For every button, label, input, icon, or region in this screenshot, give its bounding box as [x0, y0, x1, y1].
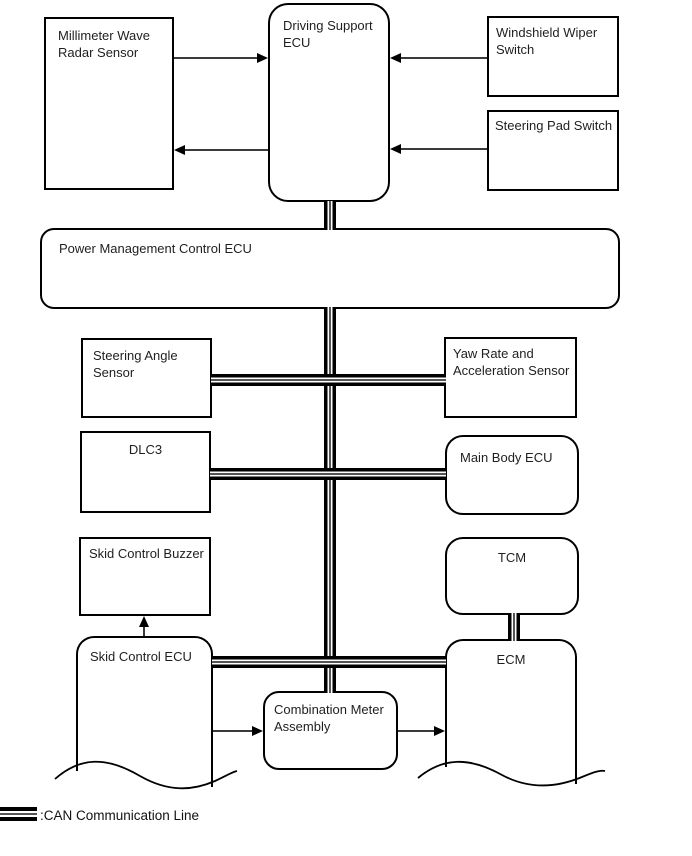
node-label: DLC3 — [128, 442, 163, 457]
node-millimeter-wave-radar-sensor: Millimeter Wave Radar Sensor — [44, 17, 174, 190]
can-line-main-trunk — [324, 307, 336, 693]
node-skid-control-ecu: Skid Control ECU — [76, 636, 213, 771]
node-label: Steering Angle Sensor — [93, 348, 178, 380]
arrow-line-radar-to-drivingsupport — [174, 57, 258, 59]
node-label: Power Management Control ECU — [59, 241, 252, 256]
skid-control-ecu-right-edge — [211, 770, 213, 787]
can-line-legend-icon — [0, 807, 37, 821]
node-label: Yaw Rate and Acceleration Sensor — [453, 346, 570, 378]
node-label: Steering Pad Switch — [495, 118, 613, 133]
can-line-skid-to-ecm — [212, 656, 446, 668]
node-ecm: ECM — [445, 639, 577, 767]
arrow-line-pad-to-drivingsupport — [401, 148, 487, 150]
node-label: ECM — [496, 652, 526, 667]
node-label: TCM — [497, 550, 527, 565]
node-label: Main Body ECU — [460, 450, 553, 465]
node-skid-control-buzzer: Skid Control Buzzer — [79, 537, 211, 616]
ecm-right-edge — [575, 766, 577, 784]
arrowhead-right-icon — [257, 53, 268, 63]
node-combination-meter-assembly: Combination Meter Assembly — [263, 691, 398, 770]
arrowhead-left-icon — [174, 145, 185, 155]
node-power-management-control-ecu: Power Management Control ECU — [40, 228, 620, 309]
node-windshield-wiper-switch: Windshield Wiper Switch — [487, 16, 619, 97]
arrow-line-skid-to-meter — [213, 730, 253, 732]
arrowhead-left-icon — [390, 144, 401, 154]
node-label: Combination Meter Assembly — [274, 702, 384, 734]
arrowhead-up-icon — [139, 616, 149, 627]
can-line-drivingsupport-to-pmc — [324, 201, 336, 230]
node-label: Skid Control Buzzer — [89, 546, 204, 561]
arrowhead-right-icon — [434, 726, 445, 736]
node-main-body-ecu: Main Body ECU — [445, 435, 579, 515]
arrow-line-drivingsupport-to-radar — [185, 149, 268, 151]
node-label: Millimeter Wave Radar Sensor — [58, 28, 150, 60]
arrow-line-meter-to-ecm — [398, 730, 435, 732]
node-tcm: TCM — [445, 537, 579, 615]
arrowhead-right-icon — [252, 726, 263, 736]
node-label: Driving Support ECU — [283, 18, 373, 50]
legend-label: :CAN Communication Line — [40, 808, 200, 823]
node-driving-support-ecu: Driving Support ECU — [268, 3, 390, 202]
node-steering-pad-switch: Steering Pad Switch — [487, 110, 619, 191]
can-line-sas-to-yawrate — [211, 374, 446, 386]
can-line-dlc3-to-mainbody — [210, 468, 446, 480]
node-label: Skid Control ECU — [90, 649, 192, 664]
arrowhead-left-icon — [390, 53, 401, 63]
can-line-tcm-to-ecm — [508, 613, 520, 641]
arrow-line-skid-to-buzzer — [143, 627, 145, 636]
arrow-line-wiper-to-drivingsupport — [401, 57, 487, 59]
node-dlc3: DLC3 — [80, 431, 211, 513]
node-yaw-rate-acceleration-sensor: Yaw Rate and Acceleration Sensor — [444, 337, 577, 418]
node-steering-angle-sensor: Steering Angle Sensor — [81, 338, 212, 418]
node-label: Windshield Wiper Switch — [496, 25, 598, 57]
